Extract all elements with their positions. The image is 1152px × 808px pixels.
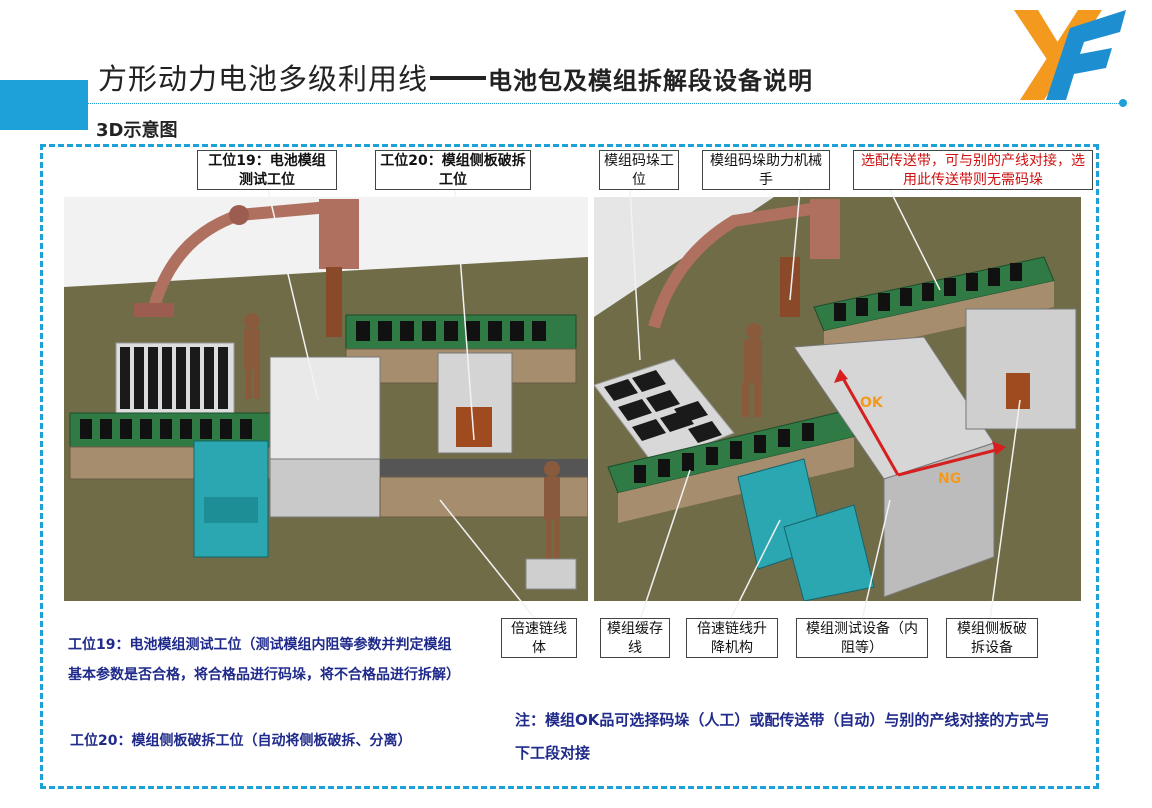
logo-f-shape [1046, 10, 1126, 100]
callout-test-equipment: 模组测试设备（内阻等） [796, 618, 928, 658]
callout-buffer-line: 模组缓存线 [600, 618, 670, 658]
ok-label: OK [860, 395, 884, 411]
left-render-drawing [64, 197, 588, 601]
description-station20: 工位20：模组侧板破拆工位（自动将侧板破拆、分离） [70, 733, 412, 749]
title-sub: 电池包及模组拆解段设备说明 [488, 67, 814, 95]
logo-x-stroke-1 [1014, 10, 1060, 64]
left-3d-render [64, 197, 588, 601]
callout-chain-line: 倍速链线体 [501, 618, 577, 658]
content-frame [40, 144, 1099, 789]
page-title: 方形动力电池多级利用线 电池包及模组拆解段设备说明 [98, 56, 813, 98]
description-station19: 工位19：电池模组测试工位（测试模组内阻等参数并判定模组基本参数是否合格，将合格… [68, 637, 460, 683]
note-text: 注：模组OK品可选择码垛（人工）或配传送带（自动）与别的产线对接的方式与下工段对… [515, 711, 1050, 762]
title-dash [430, 76, 487, 80]
callout-stack-arm: 模组码垛助力机械手 [702, 150, 830, 190]
ok-arrow-line [838, 372, 900, 476]
right-3d-render: OK NG [594, 197, 1081, 601]
ng-arrowhead [992, 441, 1006, 455]
xf-logo [1014, 10, 1126, 100]
header-divider [88, 103, 1123, 104]
title-main: 方形动力电池多级利用线 [98, 62, 429, 96]
callout-lift-mech: 倍速链线升降机构 [686, 618, 778, 658]
callout-station20: 工位20：模组侧板破拆工位 [375, 150, 531, 190]
callout-station19: 工位19：电池模组测试工位 [197, 150, 337, 190]
section-heading: 3D示意图 [96, 120, 178, 141]
ok-arrowhead [834, 369, 848, 383]
right-render-drawing: OK NG [594, 197, 1081, 601]
callout-conveyor-note: 选配传送带，可与别的产线对接，选用此传送带则无需码垛 [853, 150, 1093, 190]
ng-label: NG [938, 471, 961, 487]
ng-arrow-line [897, 447, 1001, 477]
header-divider-dot [1119, 99, 1127, 107]
callout-stack-station: 模组码垛工位 [599, 150, 679, 190]
callout-side-break-equipment: 模组侧板破拆设备 [946, 618, 1038, 658]
header-accent-bar [0, 80, 88, 130]
